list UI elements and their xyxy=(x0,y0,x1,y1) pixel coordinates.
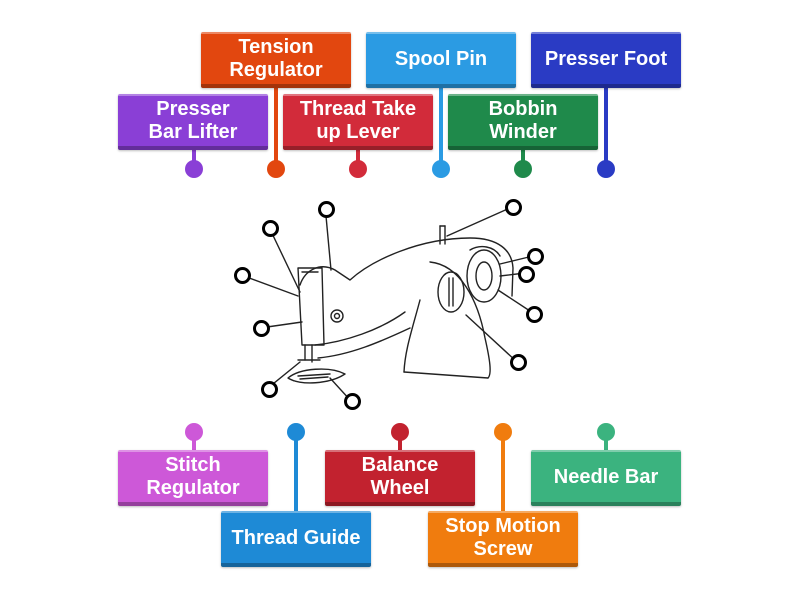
drop-target-hotspot[interactable] xyxy=(526,306,543,323)
connector-stem xyxy=(274,86,278,168)
connector-stem xyxy=(521,148,525,168)
label-thread-guide[interactable]: Thread Guide xyxy=(221,511,371,567)
label-thread-take-up-lever[interactable]: Thread Take up Lever xyxy=(283,94,433,150)
drop-target-hotspot[interactable] xyxy=(253,320,270,337)
connector-stem xyxy=(192,432,196,452)
drop-target-hotspot[interactable] xyxy=(262,220,279,237)
label-stitch-regulator[interactable]: Stitch Regulator xyxy=(118,450,268,506)
drop-target-hotspot[interactable] xyxy=(234,267,251,284)
label-needle-bar[interactable]: Needle Bar xyxy=(531,450,681,506)
connector-stem xyxy=(356,148,360,168)
label-stop-motion-screw[interactable]: Stop Motion Screw xyxy=(428,511,578,567)
connector-stem xyxy=(604,86,608,168)
connector-dot xyxy=(349,160,367,178)
label-spool-pin[interactable]: Spool Pin xyxy=(366,32,516,88)
connector-stem xyxy=(192,148,196,168)
drop-target-hotspot[interactable] xyxy=(510,354,527,371)
drop-target-hotspot[interactable] xyxy=(518,266,535,283)
drop-target-hotspot[interactable] xyxy=(527,248,544,265)
label-presser-bar-lifter[interactable]: Presser Bar Lifter xyxy=(118,94,268,150)
drop-target-hotspot[interactable] xyxy=(505,199,522,216)
connector-stem xyxy=(294,432,298,514)
connector-dot xyxy=(267,160,285,178)
drop-target-hotspot[interactable] xyxy=(344,393,361,410)
label-presser-foot[interactable]: Presser Foot xyxy=(531,32,681,88)
connector-dot xyxy=(185,160,203,178)
label-balance-wheel[interactable]: Balance Wheel xyxy=(325,450,475,506)
connector-stem xyxy=(604,432,608,452)
label-bobbin-winder[interactable]: Bobbin Winder xyxy=(448,94,598,150)
drop-target-hotspot[interactable] xyxy=(261,381,278,398)
connector-dot xyxy=(514,160,532,178)
drop-target-hotspot[interactable] xyxy=(318,201,335,218)
label-tension-regulator[interactable]: Tension Regulator xyxy=(201,32,351,88)
connector-stem xyxy=(439,86,443,168)
connector-dot xyxy=(597,160,615,178)
connector-stem xyxy=(398,432,402,452)
connector-stem xyxy=(501,432,505,514)
connector-dot xyxy=(432,160,450,178)
